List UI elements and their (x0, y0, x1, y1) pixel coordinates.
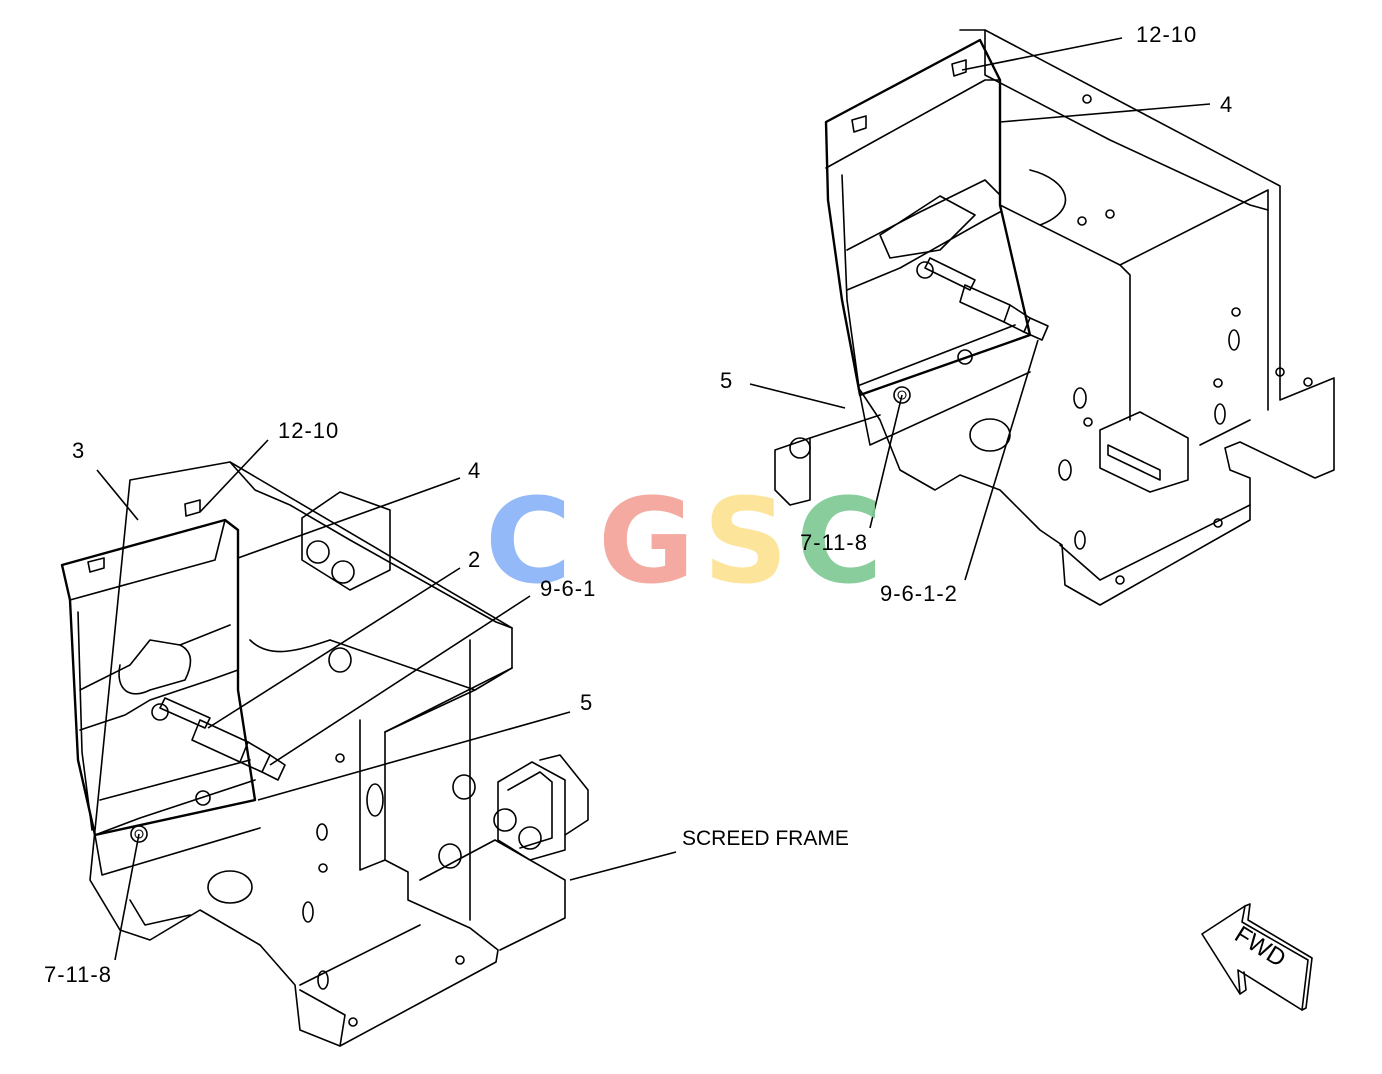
watermark-letter: S (703, 472, 788, 610)
callout-left-9-6-1: 9-6-1 (540, 576, 596, 601)
callout-right-4: 4 (1220, 92, 1233, 117)
callout-left-7-11-8: 7-11-8 (44, 962, 112, 987)
fwd-label: FWD (1230, 921, 1291, 973)
callout-right-7-11-8: 7-11-8 (800, 530, 868, 555)
left-screed-frame-assembly (60, 461, 589, 1047)
fwd-arrow-icon: FWD (1201, 903, 1313, 1011)
callout-right-12-10: 12-10 (1136, 22, 1197, 47)
right-screed-frame-assembly (774, 29, 1335, 606)
callout-left-4: 4 (468, 458, 481, 483)
screed-frame-label: SCREED FRAME (682, 827, 849, 850)
callout-labels: 3 12-10 4 2 9-6-1 5 7-11-8 12-10 4 5 7-1… (44, 22, 1233, 987)
callout-left-12-10: 12-10 (278, 418, 339, 443)
watermark-letter: C (485, 472, 572, 610)
callout-left-2: 2 (468, 547, 481, 572)
callout-left-3: 3 (72, 438, 85, 463)
callout-right-9-6-1-2: 9-6-1-2 (880, 581, 958, 606)
watermark-letter: C (796, 472, 883, 610)
leader-lines (96, 37, 1211, 961)
watermark: C G S C (485, 472, 883, 610)
callout-right-5: 5 (720, 368, 733, 393)
callout-left-5: 5 (580, 690, 593, 715)
watermark-letter: G (598, 472, 695, 610)
